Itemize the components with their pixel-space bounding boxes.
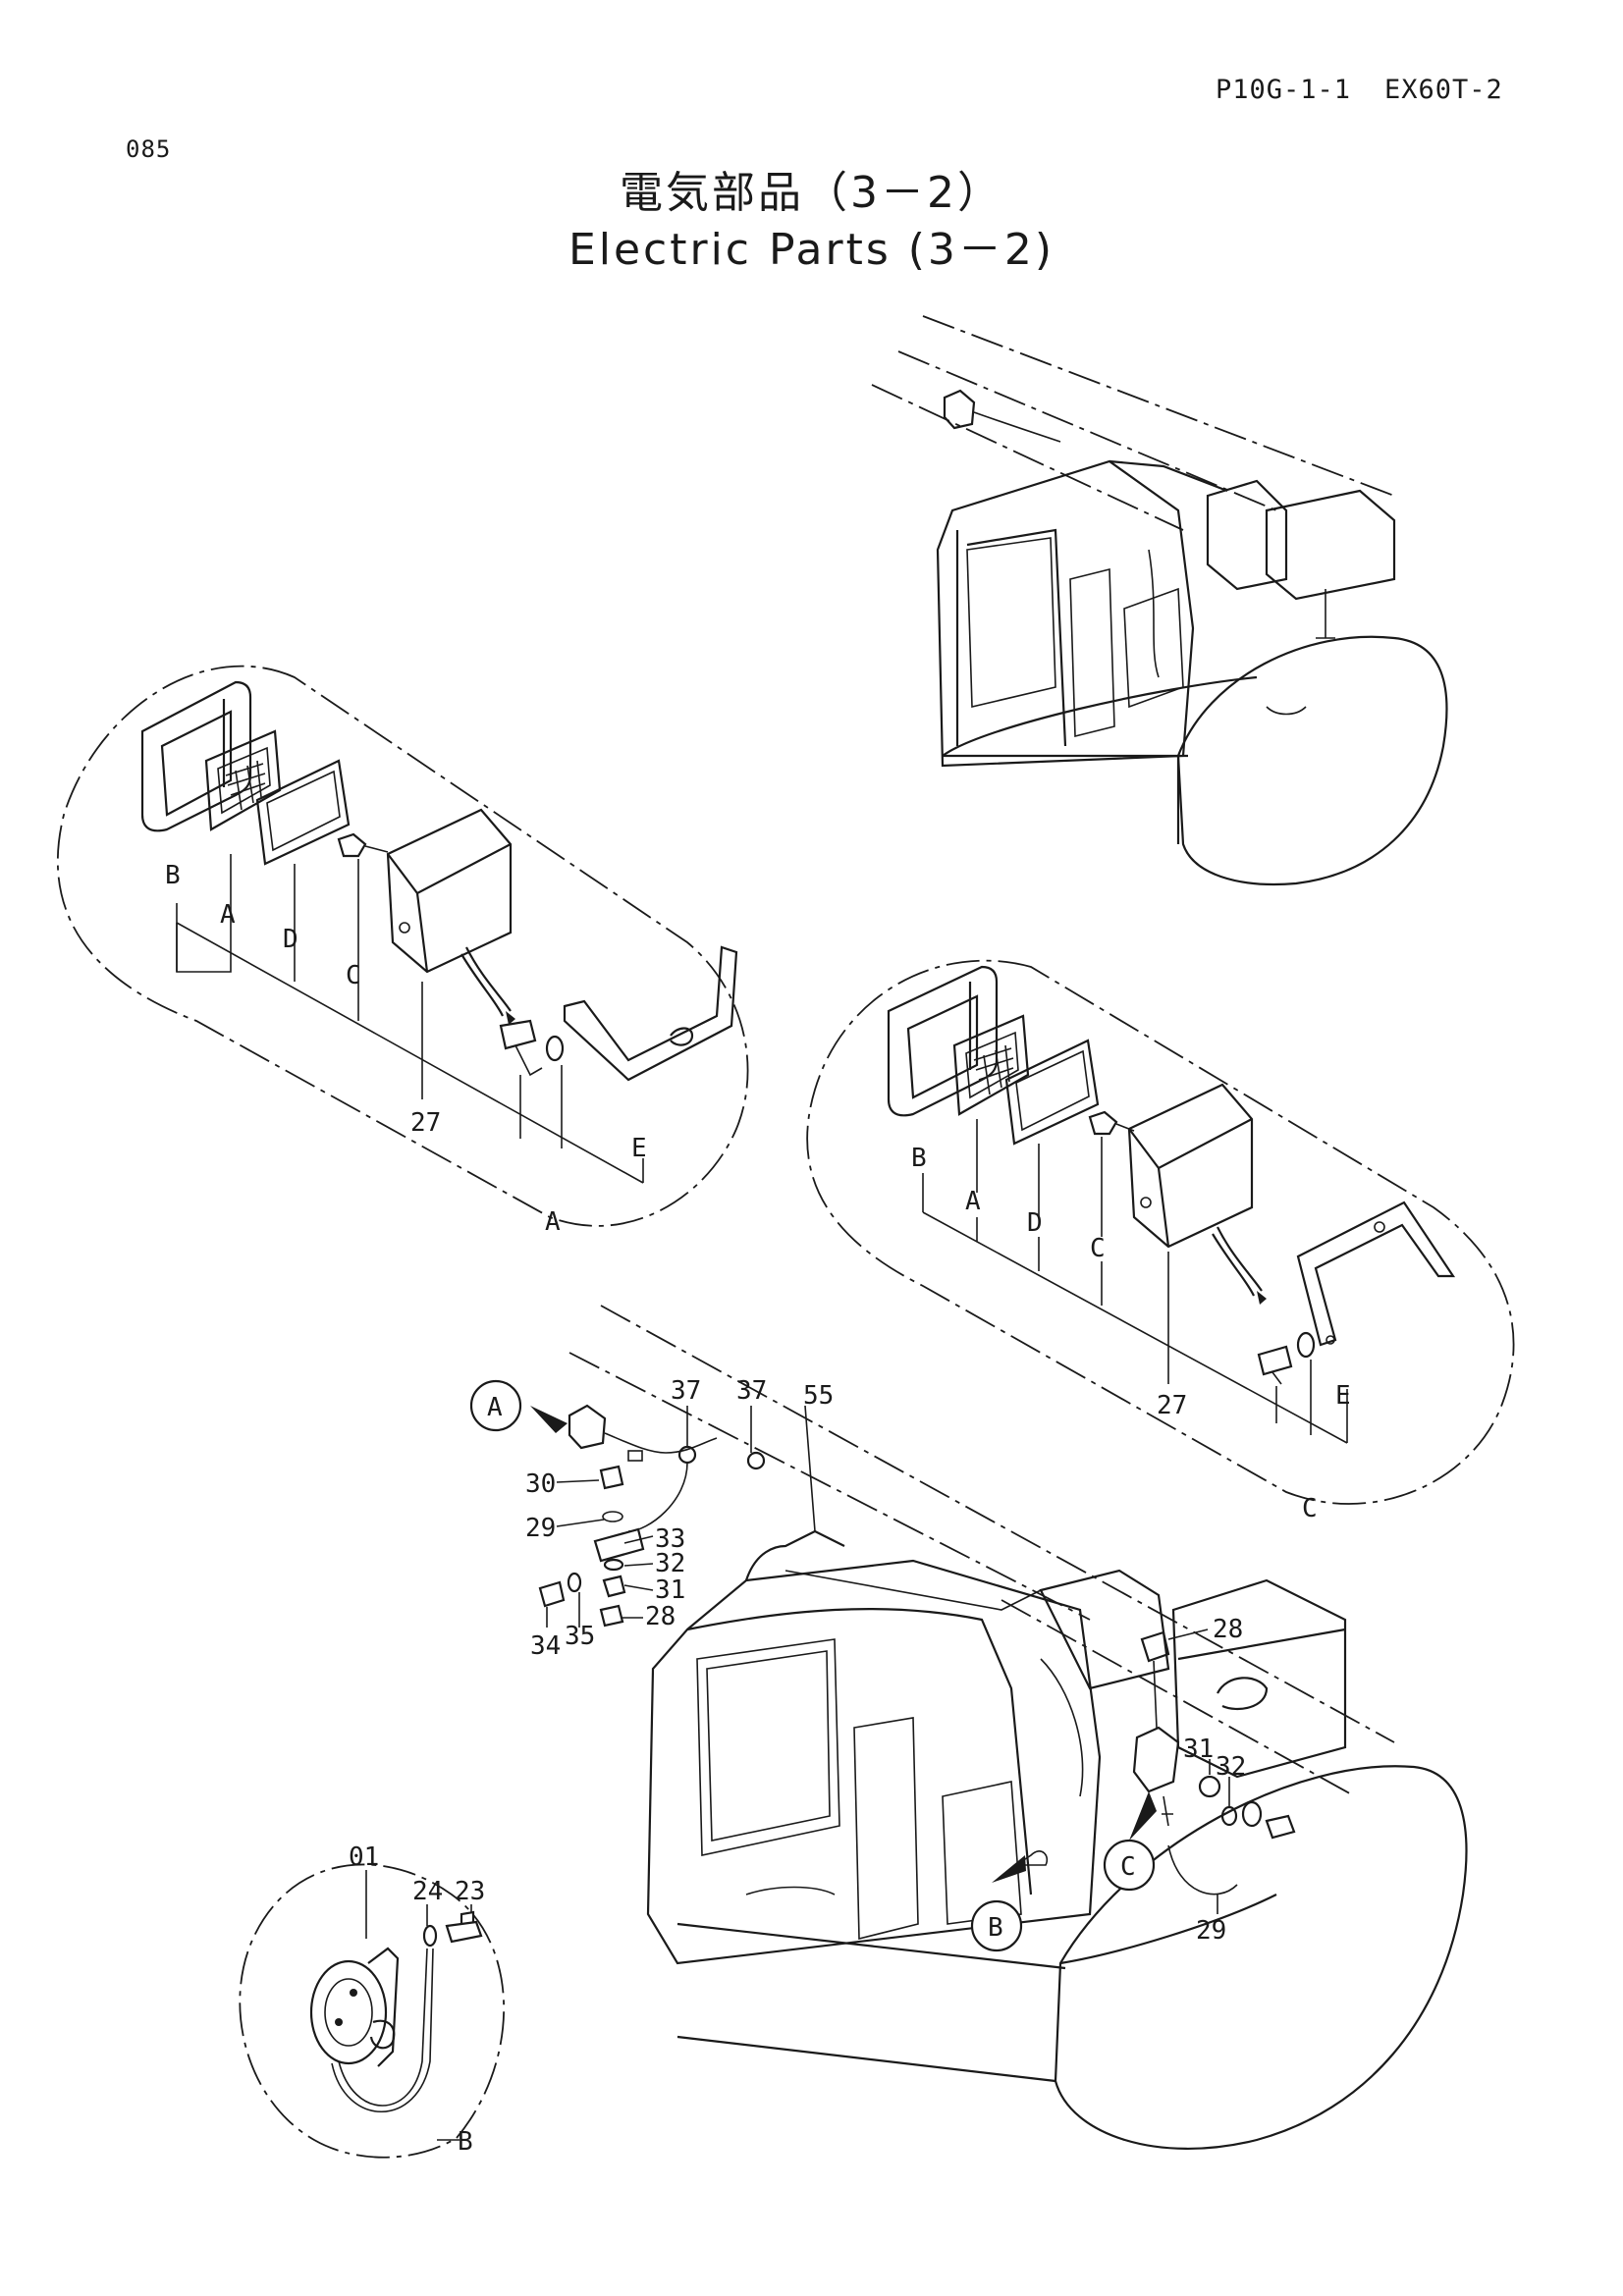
detail-a-label-b: B xyxy=(165,861,181,890)
marker-a-text: A xyxy=(487,1393,503,1422)
detail-c: B A D C E 27 C xyxy=(806,959,1515,1523)
page-title-japanese: 電気部品（3－2） xyxy=(620,168,1003,218)
detail-b-part-23: 23 xyxy=(455,1877,485,1906)
page-title-english: Electric Parts (3－2) xyxy=(568,225,1055,275)
detail-b: 01 24 23 B xyxy=(239,1842,506,2159)
reference-code: P10G-1-1 xyxy=(1216,75,1352,105)
main-excavator: 37 37 55 30 29 33 32 31 34 35 28 28 31 3… xyxy=(469,1305,1468,2151)
main-label-32: 32 xyxy=(655,1549,685,1578)
detail-c-label-a: A xyxy=(965,1187,981,1216)
overview-excavator xyxy=(871,315,1448,885)
page-number: 085 xyxy=(126,135,172,163)
main-label-31-right: 31 xyxy=(1183,1735,1214,1764)
detail-a-part-27: 27 xyxy=(410,1108,441,1138)
main-label-28-right: 28 xyxy=(1213,1615,1243,1644)
main-label-55: 55 xyxy=(803,1381,834,1411)
main-label-32-right: 32 xyxy=(1216,1752,1246,1782)
marker-c-text: C xyxy=(1120,1852,1136,1882)
main-label-37-b: 37 xyxy=(736,1376,767,1406)
detail-c-label-d: D xyxy=(1027,1208,1043,1238)
main-label-30: 30 xyxy=(525,1469,556,1499)
detail-c-part-27: 27 xyxy=(1157,1391,1187,1420)
detail-a-label-e: E xyxy=(631,1134,647,1163)
detail-a-callout: A xyxy=(545,1207,561,1237)
main-label-29-right: 29 xyxy=(1196,1916,1226,1946)
marker-b-text: B xyxy=(988,1913,1003,1943)
main-label-33: 33 xyxy=(655,1524,685,1554)
detail-a-label-d: D xyxy=(283,925,298,954)
main-label-31: 31 xyxy=(655,1575,685,1605)
detail-c-label-b: B xyxy=(911,1144,927,1173)
detail-b-callout: B xyxy=(458,2127,473,2157)
marker-circle-a xyxy=(469,1379,522,1432)
main-label-37-a: 37 xyxy=(671,1376,701,1406)
detail-a: B A D C E 27 A xyxy=(57,665,749,1237)
detail-a-label-a: A xyxy=(220,900,236,930)
marker-circle-c xyxy=(1103,1839,1156,1892)
detail-b-part-24: 24 xyxy=(412,1877,443,1906)
detail-a-label-c: C xyxy=(346,961,361,990)
main-label-35: 35 xyxy=(565,1622,595,1651)
model-code: EX60T-2 xyxy=(1384,75,1503,105)
detail-c-callout: C xyxy=(1302,1494,1318,1523)
detail-c-label-c: C xyxy=(1090,1234,1106,1263)
marker-circle-b xyxy=(970,1899,1023,1952)
main-label-29: 29 xyxy=(525,1514,556,1543)
detail-b-part-01: 01 xyxy=(349,1842,379,1872)
main-label-34: 34 xyxy=(530,1631,561,1661)
detail-c-label-e: E xyxy=(1335,1381,1351,1411)
main-label-28-left: 28 xyxy=(645,1602,676,1631)
